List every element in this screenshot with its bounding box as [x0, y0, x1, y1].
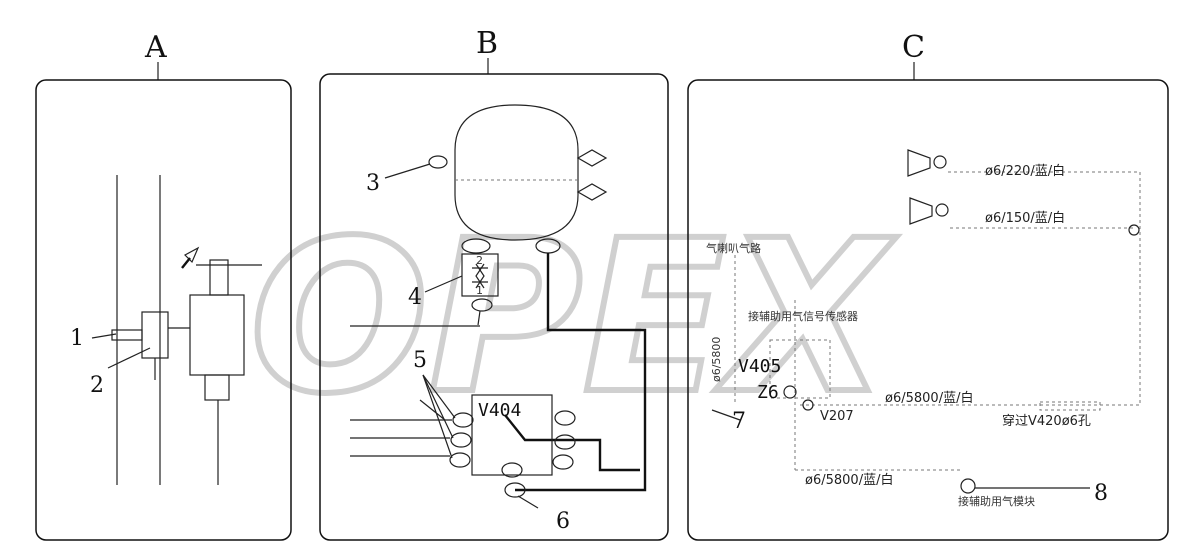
component-v405: V405: [738, 356, 781, 377]
panel-a-frame: [35, 79, 292, 541]
callout-5: 5: [413, 348, 427, 373]
pipe-label-5800-upper: ø6/5800/蓝/白: [885, 390, 973, 406]
pipe-label-150: ø6/150/蓝/白: [985, 210, 1065, 226]
panel-b-frame: [319, 73, 669, 541]
component-v207: V207: [820, 409, 854, 424]
valve-port-1: 1: [476, 284, 483, 297]
aux-module-label: 接辅助用气模块: [958, 494, 1035, 508]
through-v420-label: 穿过V420ø6孔: [1002, 413, 1091, 429]
aux-sensor-label: 接辅助用气信号传感器: [748, 309, 858, 323]
horn-air-label: 气喇叭气路: [706, 241, 761, 255]
panel-c-drawing: [711, 149, 1141, 494]
component-z6: Z6: [757, 382, 779, 403]
callout-8: 8: [1094, 481, 1108, 506]
callout-2: 2: [90, 373, 104, 398]
callout-7: 7: [732, 409, 746, 434]
callout-3: 3: [366, 171, 380, 196]
callout-4: 4: [408, 285, 422, 310]
vertical-pipe-label: ø6/5800: [710, 337, 723, 382]
component-v404: V404: [478, 400, 521, 421]
panel-label-b: B: [476, 26, 498, 61]
watermark-text: OPEX: [250, 195, 897, 440]
callout-6: 6: [556, 509, 570, 534]
panel-label-c: C: [902, 30, 925, 65]
panel-c-frame: [687, 79, 1169, 541]
valve-port-2: 2: [476, 254, 483, 267]
pipe-label-220: ø6/220/蓝/白: [985, 163, 1065, 179]
pipe-label-5800-lower: ø6/5800/蓝/白: [805, 472, 893, 488]
panel-b-drawing: [350, 104, 647, 509]
panel-a-drawing: [91, 175, 262, 485]
panel-label-a: A: [144, 30, 167, 65]
callout-1: 1: [70, 326, 84, 351]
